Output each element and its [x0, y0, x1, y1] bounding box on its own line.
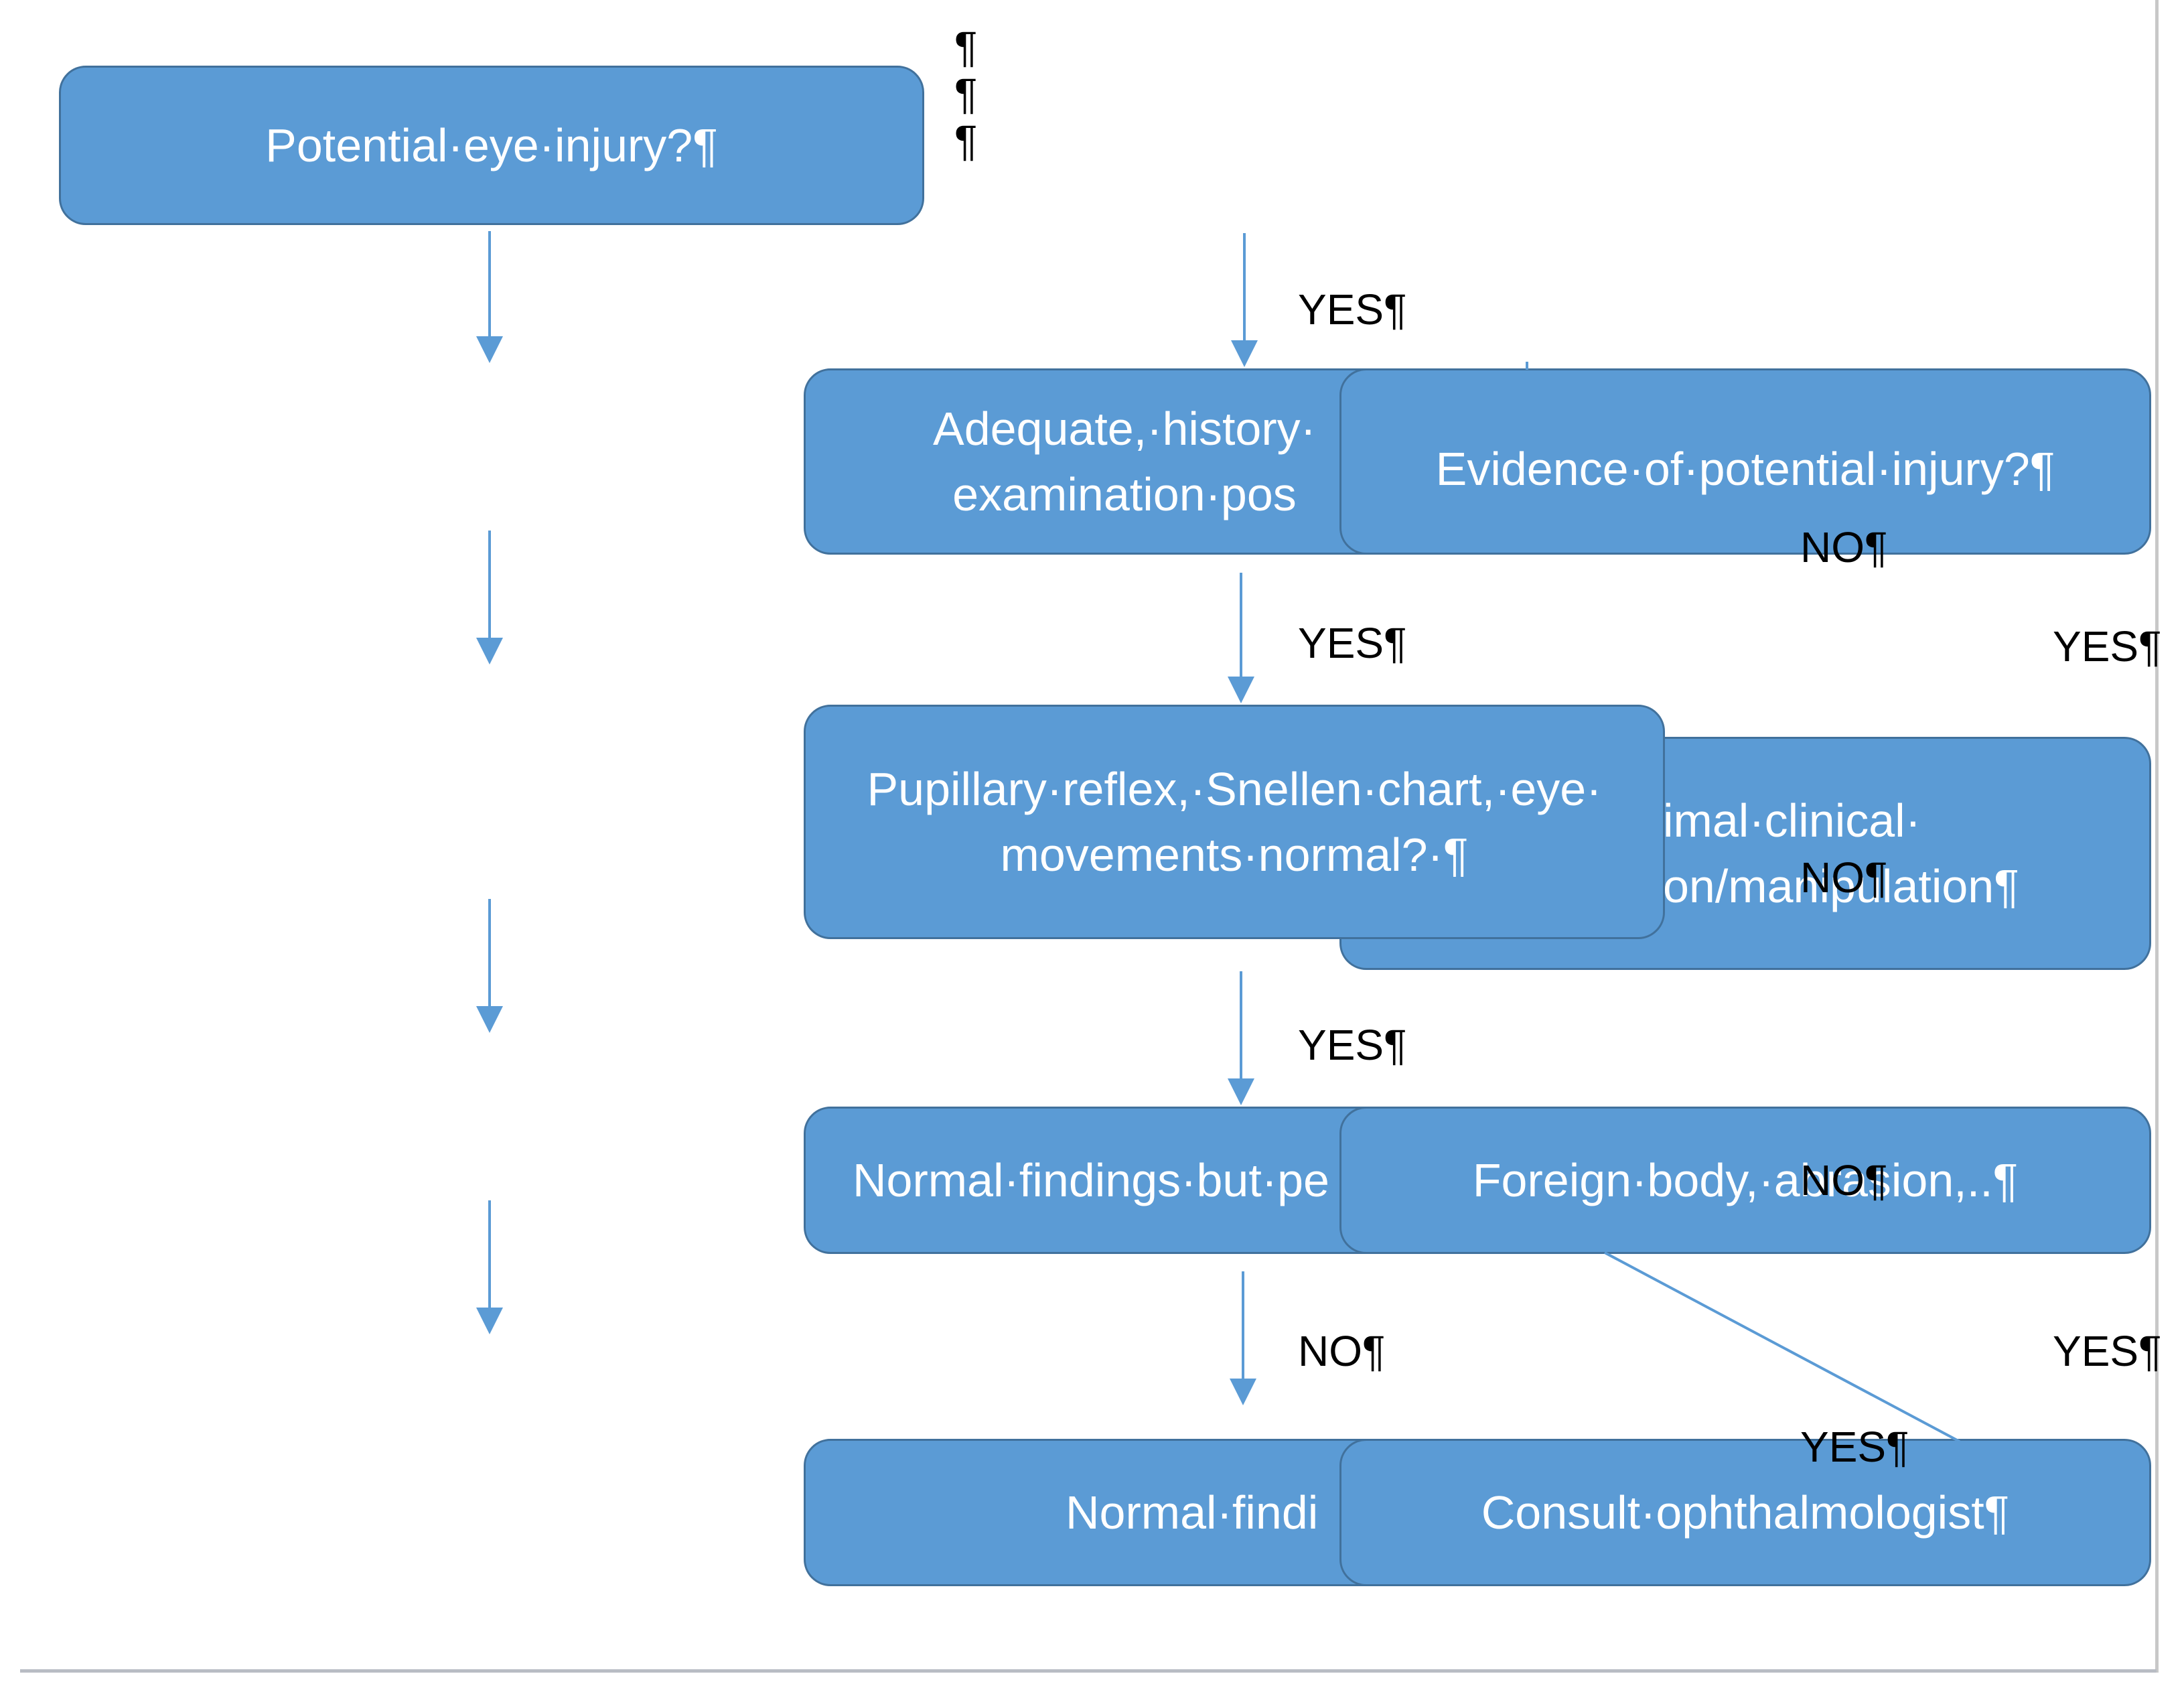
pilcrow-mark: ¶	[954, 117, 978, 165]
box-potential-eye-injury[interactable]: Potential·eye·injury?¶	[59, 66, 924, 225]
label-no: NO¶	[1800, 853, 1888, 902]
box-label: Consult·ophthalmologist¶	[1481, 1486, 2010, 1539]
label-yes: YES¶	[1298, 619, 1407, 667]
box-label: Potential·eye·injury?¶	[265, 119, 718, 171]
label-yes: YES¶	[2053, 622, 2162, 671]
label-yes: YES¶	[2053, 1327, 2162, 1375]
box-evidence-potential-injury[interactable]: Evidence·of·potential·injury?¶	[1339, 368, 2151, 555]
box-label: Evidence·of·potential·injury?¶	[1435, 443, 2055, 495]
pilcrow-mark: ¶	[954, 70, 978, 118]
label-yes: YES¶	[1298, 285, 1407, 334]
label-yes: YES¶	[1298, 1021, 1407, 1069]
pilcrow-mark: ¶	[954, 23, 978, 71]
box-label: Pupillary·reflex,·Snellen·chart,·eye· mo…	[867, 763, 1602, 881]
label-no: NO¶	[1800, 1156, 1888, 1204]
box-label: Normal·findi	[1066, 1486, 1319, 1539]
box-label: imal·clinical· on/manipulation¶	[1663, 794, 2019, 912]
box-foreign-body[interactable]: Foreign·body,·abrasion,..¶	[1339, 1107, 2151, 1254]
box-label: Adequate,·history· examination·pos	[933, 403, 1316, 520]
page-border-bottom	[20, 1669, 2157, 1673]
label-no: NO¶	[1298, 1327, 1386, 1375]
box-pupillary-reflex[interactable]: Pupillary·reflex,·Snellen·chart,·eye· mo…	[804, 705, 1665, 939]
box-label: Normal·findings·but·pe	[853, 1154, 1329, 1206]
box-label: Foreign·body,·abrasion,..¶	[1472, 1154, 2019, 1206]
diagonal-connector	[1604, 1251, 1960, 1443]
page-border-right	[2155, 0, 2159, 1673]
label-no: NO¶	[1800, 523, 1888, 571]
box-consult-ophthalmologist[interactable]: Consult·ophthalmologist¶	[1339, 1439, 2151, 1586]
label-yes: YES¶	[1800, 1423, 1909, 1471]
